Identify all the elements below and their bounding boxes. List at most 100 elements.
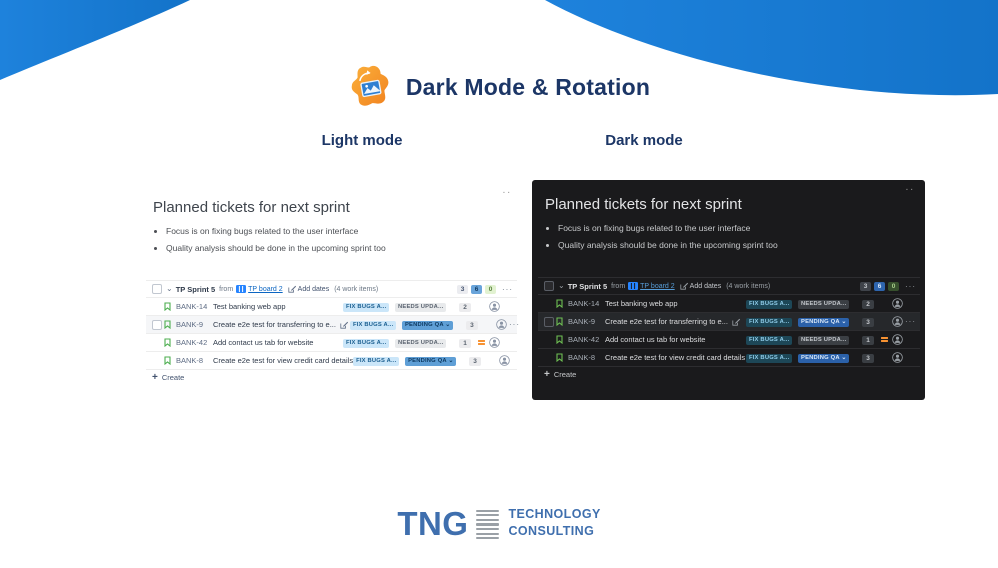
bullet-item: Quality analysis should be done in the u…: [166, 243, 522, 253]
row-checkbox[interactable]: [544, 316, 554, 327]
slide-heading: Dark Mode & Rotation: [0, 64, 998, 110]
issue-key: BANK-8: [176, 356, 204, 365]
work-items-count: (4 work items): [334, 285, 379, 293]
status-dropdown-chip[interactable]: PENDING QA ⌄: [405, 356, 457, 366]
header-wave-decoration: [0, 0, 998, 96]
issue-title: Create e2e test for transferring to e...: [213, 320, 336, 329]
tng-logo-text: TNG: [397, 505, 469, 542]
tag-chip: FIX BUGS A...: [343, 302, 390, 312]
story-icon: [164, 338, 173, 347]
dark-mode-panel: ∙∙ Planned tickets for next sprint Focus…: [532, 180, 925, 400]
row-more-icon[interactable]: ···: [508, 320, 520, 329]
panel-bullets: Focus is on fixing bugs related to the u…: [548, 223, 925, 250]
sprint-group-header[interactable]: ⌄ TP Sprint 5 from TP board 2 Add dates …: [146, 280, 517, 297]
bullet-item: Quality analysis should be done in the u…: [558, 240, 925, 250]
create-label: Create: [553, 370, 577, 379]
board-icon: [236, 285, 247, 293]
assignee-avatar[interactable]: [891, 352, 904, 363]
edit-icon[interactable]: [340, 321, 348, 329]
drag-handle-icon[interactable]: ∙∙: [905, 184, 915, 195]
add-dates-button[interactable]: Add dates: [689, 282, 722, 290]
edit-icon[interactable]: [732, 318, 740, 326]
issue-title: Create e2e test for view credit card det…: [605, 353, 746, 362]
row-more-icon[interactable]: ···: [905, 317, 916, 326]
count-badge: 1: [862, 335, 874, 345]
create-button[interactable]: + Create: [538, 366, 920, 382]
tng-logo-line1: TECHNOLOGY: [508, 507, 601, 522]
sprint-group-header[interactable]: ⌄ TP Sprint 5 from TP board 2 Add dates …: [538, 277, 920, 294]
assignee-avatar[interactable]: [498, 355, 511, 366]
status-dropdown-chip[interactable]: PENDING QA ⌄: [401, 320, 454, 330]
table-row[interactable]: BANK-9 Create e2e test for transferring …: [538, 312, 920, 330]
count-badge: 3: [469, 356, 481, 366]
count-badge: 3: [466, 320, 478, 330]
tag-chip: FIX BUGS A...: [746, 335, 793, 345]
table-row[interactable]: BANK-8 Create e2e test for view credit c…: [538, 348, 920, 366]
table-row[interactable]: BANK-14 Test banking web app FIX BUGS A.…: [146, 297, 517, 315]
assignee-avatar[interactable]: [891, 334, 904, 345]
count-badge: 3: [862, 353, 874, 363]
edit-icon[interactable]: [680, 282, 688, 290]
issue-key: BANK-14: [176, 302, 208, 311]
group-more-icon[interactable]: ···: [502, 284, 513, 294]
panel-title: Planned tickets for next sprint: [545, 196, 742, 213]
board-link[interactable]: TP board 2: [248, 285, 283, 293]
done-count-badge: 0: [485, 284, 496, 294]
assignee-avatar[interactable]: [495, 319, 508, 330]
assignee-avatar[interactable]: [891, 298, 904, 309]
chevron-down-icon[interactable]: ⌄: [558, 280, 565, 290]
add-dates-button[interactable]: Add dates: [297, 285, 330, 293]
group-more-icon[interactable]: ···: [905, 281, 916, 291]
issue-title: Create e2e test for transferring to e...: [605, 317, 728, 326]
story-icon: [556, 317, 565, 326]
issue-key: BANK-8: [568, 353, 596, 362]
tng-logo-line2: CONSULTING: [508, 524, 595, 538]
status-dropdown-chip[interactable]: PENDING QA ⌄: [798, 317, 850, 327]
story-icon: [556, 335, 565, 344]
status-dropdown-chip[interactable]: PENDING QA ⌄: [798, 353, 850, 363]
table-row[interactable]: BANK-42 Add contact us tab for website F…: [146, 333, 517, 351]
tag-chip: NEEDS UPDA...: [798, 299, 850, 309]
light-mode-label: Light mode: [321, 132, 403, 149]
count-badge: 2: [862, 299, 874, 309]
tag-chip: FIX BUGS A...: [746, 317, 793, 327]
tag-chip: FIX BUGS A...: [343, 338, 390, 348]
sprint-table: ⌄ TP Sprint 5 from TP board 2 Add dates …: [538, 277, 920, 382]
todo-count-badge: 3: [860, 281, 871, 291]
table-row[interactable]: BANK-8 Create e2e test for view credit c…: [146, 351, 517, 369]
tag-chip: NEEDS UPDA...: [395, 302, 447, 312]
assignee-avatar[interactable]: [488, 337, 501, 348]
issue-key: BANK-9: [568, 317, 596, 326]
tag-chip: FIX BUGS A...: [746, 353, 793, 363]
assignee-avatar[interactable]: [488, 301, 501, 312]
table-row[interactable]: BANK-42 Add contact us tab for website F…: [538, 330, 920, 348]
table-row[interactable]: BANK-14 Test banking web app FIX BUGS A.…: [538, 294, 920, 312]
done-count-badge: 0: [888, 281, 899, 291]
tag-chip: FIX BUGS A...: [353, 356, 400, 366]
panel-bullets: Focus is on fixing bugs related to the u…: [156, 226, 522, 253]
count-badge: 1: [459, 338, 471, 348]
priority-medium-icon: [881, 336, 888, 343]
tng-logo-bars: [476, 509, 500, 540]
bullet-item: Focus is on fixing bugs related to the u…: [558, 223, 925, 233]
panel-title: Planned tickets for next sprint: [153, 199, 350, 216]
story-icon: [164, 320, 173, 329]
light-mode-panel: ∙∙ Planned tickets for next sprint Focus…: [140, 183, 522, 398]
issue-title: Create e2e test for view credit card det…: [213, 356, 354, 365]
story-icon: [556, 353, 565, 362]
sprint-name: TP Sprint 5: [175, 284, 216, 294]
sprint-table: ⌄ TP Sprint 5 from TP board 2 Add dates …: [146, 280, 520, 385]
board-link[interactable]: TP board 2: [640, 282, 675, 290]
chevron-down-icon[interactable]: ⌄: [166, 283, 173, 293]
edit-icon[interactable]: [288, 285, 296, 293]
group-checkbox[interactable]: [152, 284, 162, 294]
story-icon: [164, 302, 173, 311]
create-button[interactable]: + Create: [146, 369, 517, 385]
table-row[interactable]: BANK-9 Create e2e test for transferring …: [146, 315, 520, 333]
drag-handle-icon[interactable]: ∙∙: [502, 187, 512, 198]
inprogress-count-badge: 6: [471, 284, 482, 294]
assignee-avatar[interactable]: [891, 316, 904, 327]
row-checkbox[interactable]: [152, 319, 162, 330]
group-checkbox[interactable]: [544, 281, 554, 291]
board-icon: [628, 282, 639, 290]
